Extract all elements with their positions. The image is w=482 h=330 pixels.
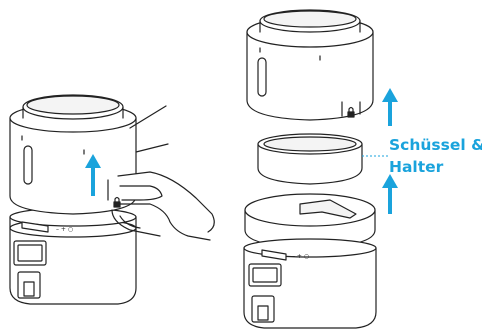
up-arrow-icon <box>382 174 398 214</box>
right-base: – + ○ <box>244 194 376 328</box>
callout-line-2: Halter <box>389 156 481 178</box>
svg-text:– + ○: – + ○ <box>56 226 73 233</box>
left-lid-body <box>10 95 136 214</box>
callout-line-1: Schüssel & <box>389 134 481 156</box>
svg-text:– + ○: – + ○ <box>292 253 309 260</box>
callout-label: Schüssel & Halter <box>389 134 481 178</box>
left-feeder: – + ○ <box>10 95 214 304</box>
bowl-holder-ring <box>258 134 362 184</box>
right-feeder: – + ○ <box>244 10 376 328</box>
right-lid-body <box>247 10 373 120</box>
up-arrow-icon <box>382 88 398 126</box>
